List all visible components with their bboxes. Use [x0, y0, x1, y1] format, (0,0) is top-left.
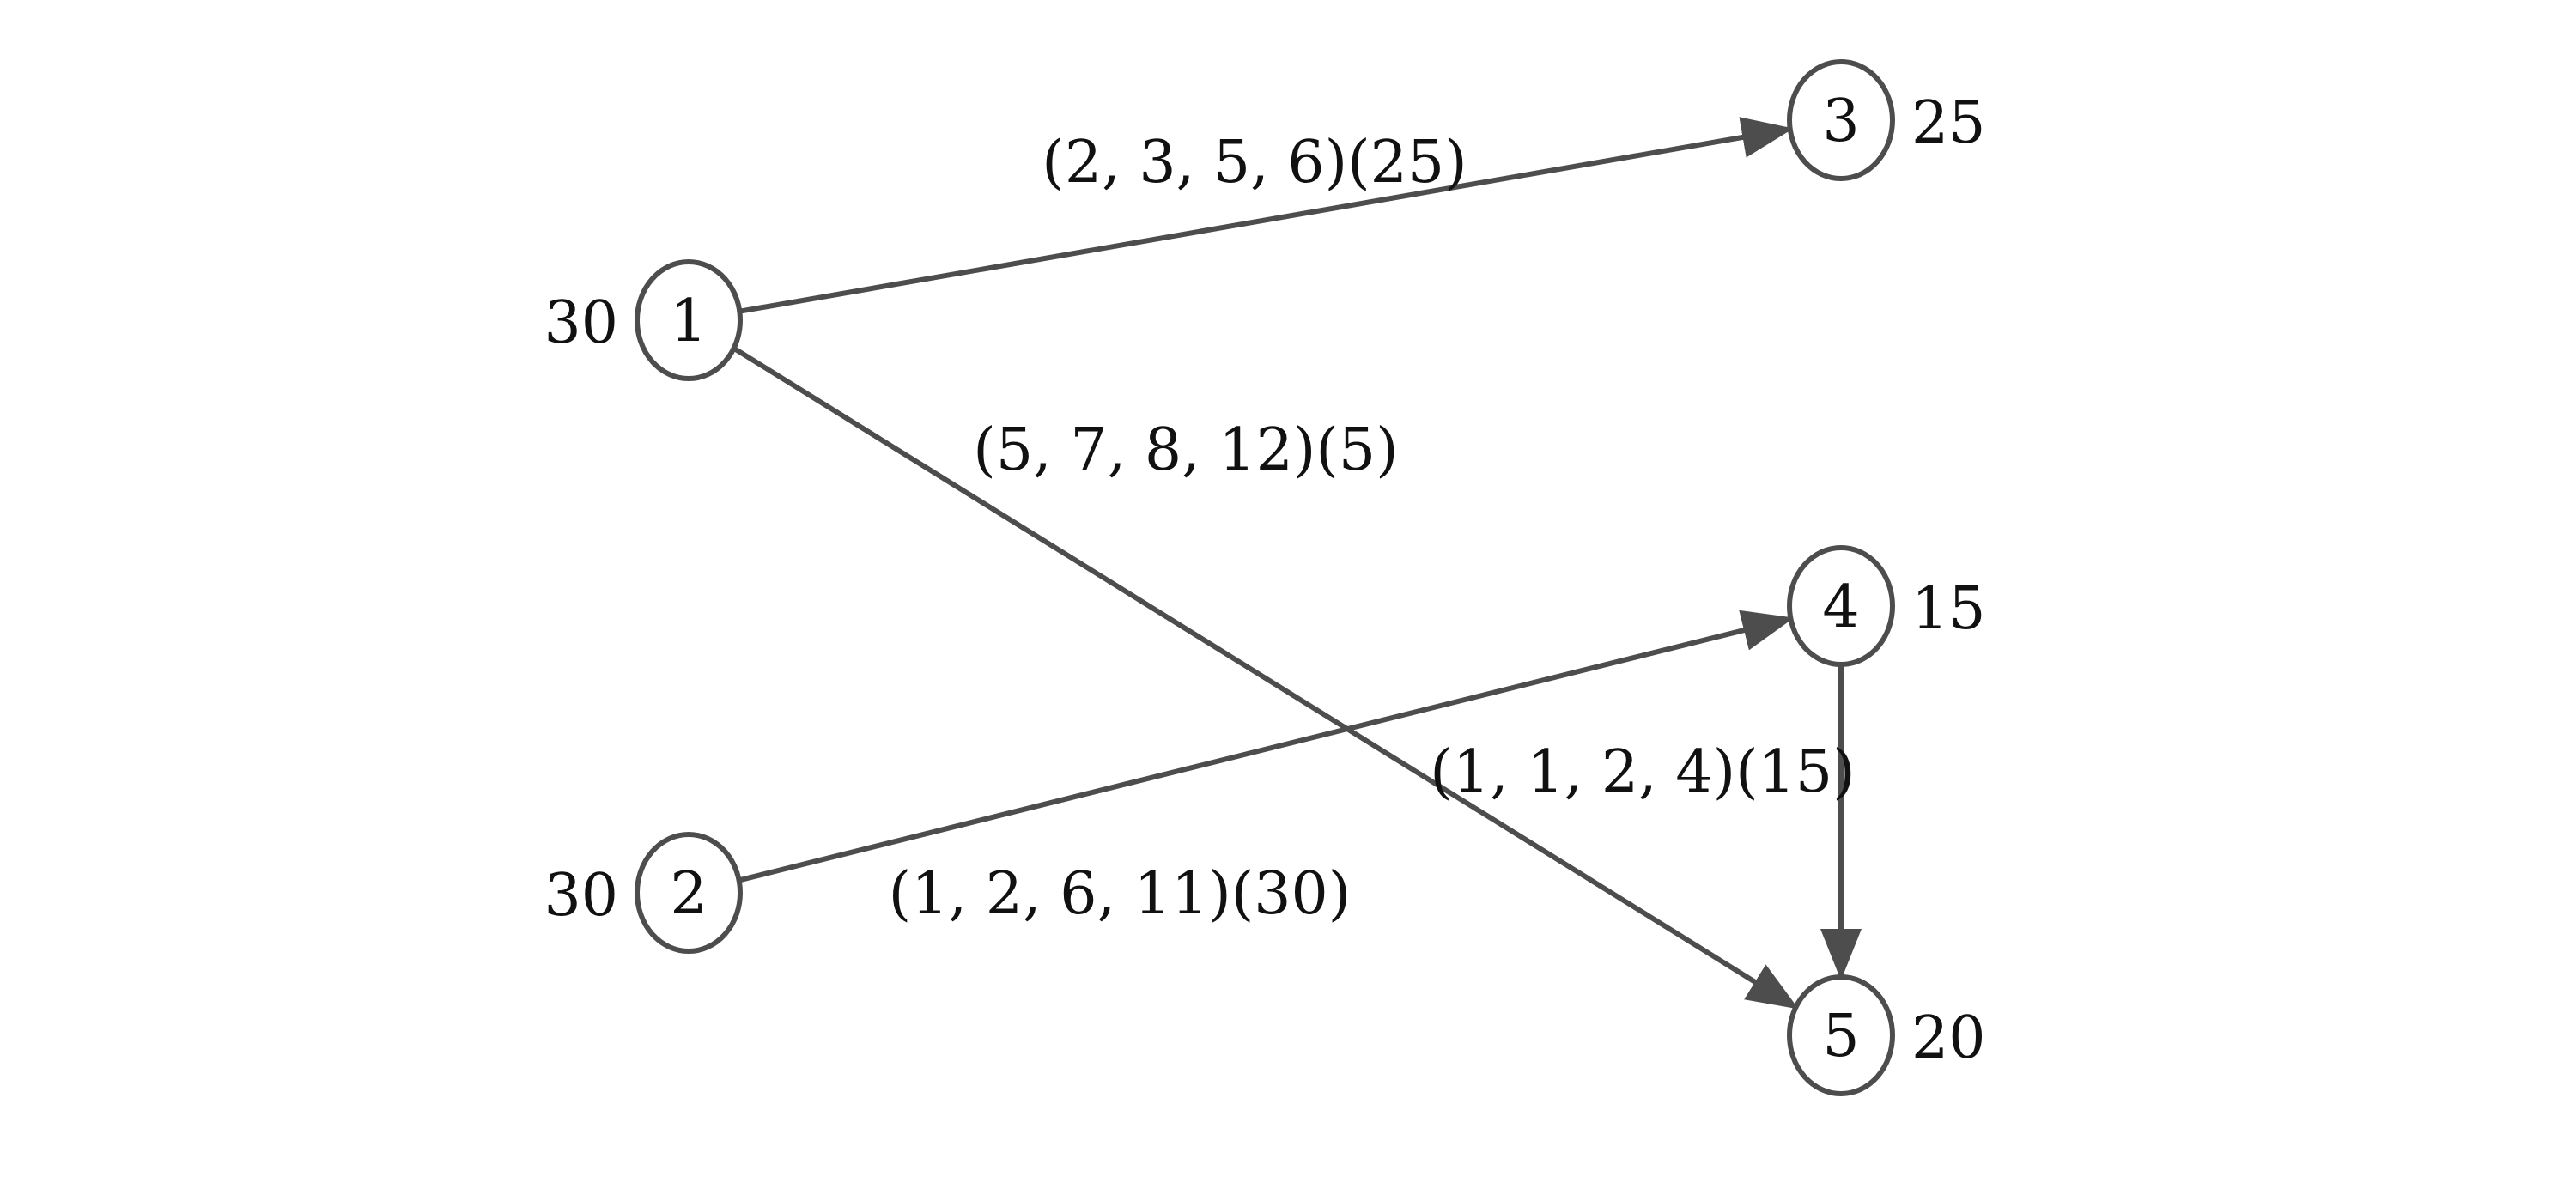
node-4: 4 15: [1787, 545, 1986, 667]
node-value: 30: [544, 862, 618, 930]
node-label: 4: [1822, 573, 1859, 641]
node-circle: [635, 259, 743, 381]
node-circle: [1787, 974, 1895, 1096]
edge-1-5: [732, 346, 1799, 1010]
node-label: 1: [670, 288, 707, 355]
node-label: 3: [1822, 88, 1859, 155]
edge-1-3: [738, 117, 1794, 314]
node-label: 2: [670, 860, 707, 928]
edge-label-1-3: (2, 3, 5, 6)(25): [1042, 129, 1467, 197]
node-2: 2 30: [544, 832, 743, 954]
node-5: 5 20: [1787, 974, 1986, 1096]
edge-label-2-4: (1, 2, 6, 11)(30): [889, 860, 1352, 928]
node-circle: [1787, 545, 1895, 667]
node-3: 3 25: [1787, 59, 1986, 181]
node-1: 1 30: [544, 259, 743, 381]
node-circle: [1787, 59, 1895, 181]
edge-label-1-5: (5, 7, 8, 12)(5): [973, 416, 1398, 484]
node-value: 15: [1911, 575, 1986, 643]
edge-2-4: [738, 610, 1795, 883]
node-value: 30: [544, 289, 618, 357]
node-label: 5: [1822, 1003, 1859, 1071]
node-value: 20: [1911, 1004, 1986, 1072]
edge-label-4-5: (1, 1, 2, 4)(15): [1430, 738, 1855, 806]
node-value: 25: [1911, 89, 1986, 157]
node-circle: [635, 832, 743, 954]
